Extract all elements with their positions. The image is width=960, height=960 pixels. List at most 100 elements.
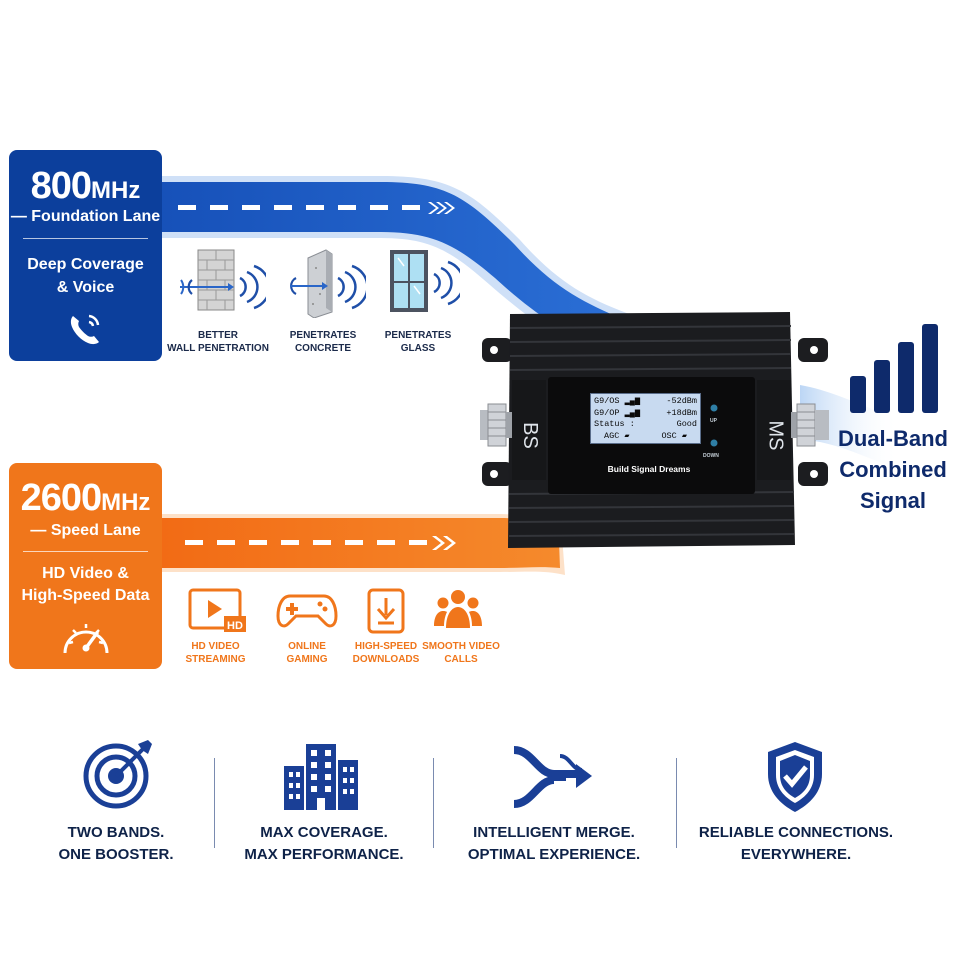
divider [23,238,148,239]
feature-downloads-line1: HIGH-SPEED [354,641,418,652]
benefit-merge-line1: INTELLIGENT MERGE. [473,824,635,841]
download-icon [367,588,405,634]
ms-connector [791,403,829,447]
feature-hd-video: HD VIDEO STREAMING [173,640,258,666]
orange-lane-dashes [185,536,456,550]
buildings-icon [284,744,358,810]
divider [214,758,215,848]
divider [433,758,434,848]
benefit-max-coverage-line1: MAX COVERAGE. [260,824,388,841]
benefit-two-bands-line1: TWO BANDS. [67,824,165,841]
benefit-merge-line2: OPTIMAL EXPERIENCE. [467,846,641,863]
lcd-osc-label: OSC [661,430,677,441]
feature-wall: BETTER WALL PENETRATION [163,329,273,355]
band-2600-number: 2600 [20,477,103,519]
down-led [710,439,718,447]
signal-bars-icon: ▂▄▆ [624,407,640,418]
mounting-ears [482,338,828,486]
combined-line2: Combined [839,457,947,482]
lcd-row-os: G9/OS ▂▄▆ -52dBm [594,396,697,408]
lcd-op-label: G9/OP [594,407,620,418]
feature-gaming-line1: ONLINE [288,641,326,652]
lcd-row-agc: AGC ▰ OSC ▰ [594,431,697,443]
feature-glass: PENETRATES GLASS [377,329,459,355]
lcd-row-op: G9/OP ▂▄▆ +18dBm [594,408,697,420]
benefit-two-bands: TWO BANDS. ONE BOOSTER. [6,822,226,866]
band-2600-unit: MHz [101,489,151,516]
divider [676,758,677,848]
feature-gaming-line2: GAMING [286,654,328,665]
feature-video-calls-line2: CALLS [444,654,478,665]
blue-lane [150,176,640,360]
feature-downloads-line2: DOWNLOADS [352,654,420,665]
down-led-label: DOWN [703,453,719,459]
feature-gaming: ONLINE GAMING [265,640,349,666]
divider [23,551,148,552]
feature-video-calls: SMOOTH VIDEO CALLS [420,640,502,666]
band-800-desc-2: & Voice [56,279,115,296]
combined-line1: Dual-Band [838,426,948,451]
blue-lane-dashes [178,202,455,214]
brick-wall-icon [180,249,266,311]
band-800-frequency: 800MHz [9,166,162,211]
band-800-card: 800MHz — Foundation Lane Deep Coverage &… [9,150,162,361]
hd-badge: HD [227,620,243,632]
benefit-reliable-line2: EVERYWHERE. [740,846,852,863]
brand-text: Build Signal Dreams [607,464,691,474]
feature-wall-line1: BETTER [198,330,238,341]
checkbox-icon: ▰ [624,430,630,441]
feature-hd-video-line2: STREAMING [185,654,246,665]
feature-concrete-line2: CONCRETE [294,343,352,354]
up-led-label: UP [710,418,717,424]
group-call-icon [434,590,482,628]
combined-glow [800,385,900,470]
band-800-desc-1: Deep Coverage [27,256,144,273]
shield-check-icon [768,742,822,812]
combined-signal-title: Dual-Band Combined Signal [828,423,958,516]
signal-bars-icon [850,324,938,413]
band-800-lane: — Foundation Lane [10,208,161,225]
lcd-agc-label: AGC [604,430,620,441]
bs-label: BS [518,422,541,449]
lcd-os-value: -52dBm [666,396,697,406]
benefit-intelligent-merge: INTELLIGENT MERGE. OPTIMAL EXPERIENCE. [444,822,664,866]
merge-arrows-icon [513,746,592,808]
lcd-display: G9/OS ▂▄▆ -52dBm G9/OP ▂▄▆ +18dBm Status… [590,393,701,444]
band-2600-card: 2600MHz — Speed Lane HD Video & High-Spe… [9,463,162,669]
checkbox-icon: ▰ [681,430,687,441]
feature-glass-line2: GLASS [400,343,436,354]
band-800-number: 800 [30,165,92,207]
lcd-status-value: Good [676,419,697,429]
glass-window-icon [390,250,460,312]
benefit-max-coverage: MAX COVERAGE. MAX PERFORMANCE. [214,822,434,866]
lcd-op-value: +18dBm [666,407,697,418]
gamepad-icon [276,594,338,628]
target-icon [83,740,152,809]
benefit-two-bands-line2: ONE BOOSTER. [58,846,174,863]
band-800-unit: MHz [91,177,141,204]
signal-bars-icon: ▂▄▆ [624,396,640,406]
lcd-row-status: Status : Good [594,419,697,431]
band-2600-desc-1: HD Video & [42,565,129,582]
up-led [710,404,718,412]
feature-downloads: HIGH-SPEED DOWNLOADS [346,640,426,666]
feature-glass-line1: PENETRATES [384,330,452,341]
feature-wall-line2: WALL PENETRATION [167,343,269,354]
bs-connector [480,403,512,447]
feature-concrete: PENETRATES CONCRETE [270,329,376,355]
speedometer-icon [63,624,108,654]
concrete-block-icon [290,249,366,318]
ms-label: MS [764,420,787,451]
lcd-status-label: Status : [594,419,635,429]
phone-ringing-icon [70,314,99,345]
feature-concrete-line1: PENETRATES [289,330,357,341]
band-2600-desc-2: High-Speed Data [21,587,150,604]
benefit-max-coverage-line2: MAX PERFORMANCE. [244,846,404,863]
hd-video-icon: HD [188,588,246,632]
band-2600-lane: — Speed Lane [30,522,141,539]
lcd-os-label: G9/OS [594,396,620,406]
benefit-reliable-line1: RELIABLE CONNECTIONS. [698,824,894,841]
feature-hd-video-line1: HD VIDEO [191,641,240,652]
benefit-reliable: RELIABLE CONNECTIONS. EVERYWHERE. [686,822,906,866]
